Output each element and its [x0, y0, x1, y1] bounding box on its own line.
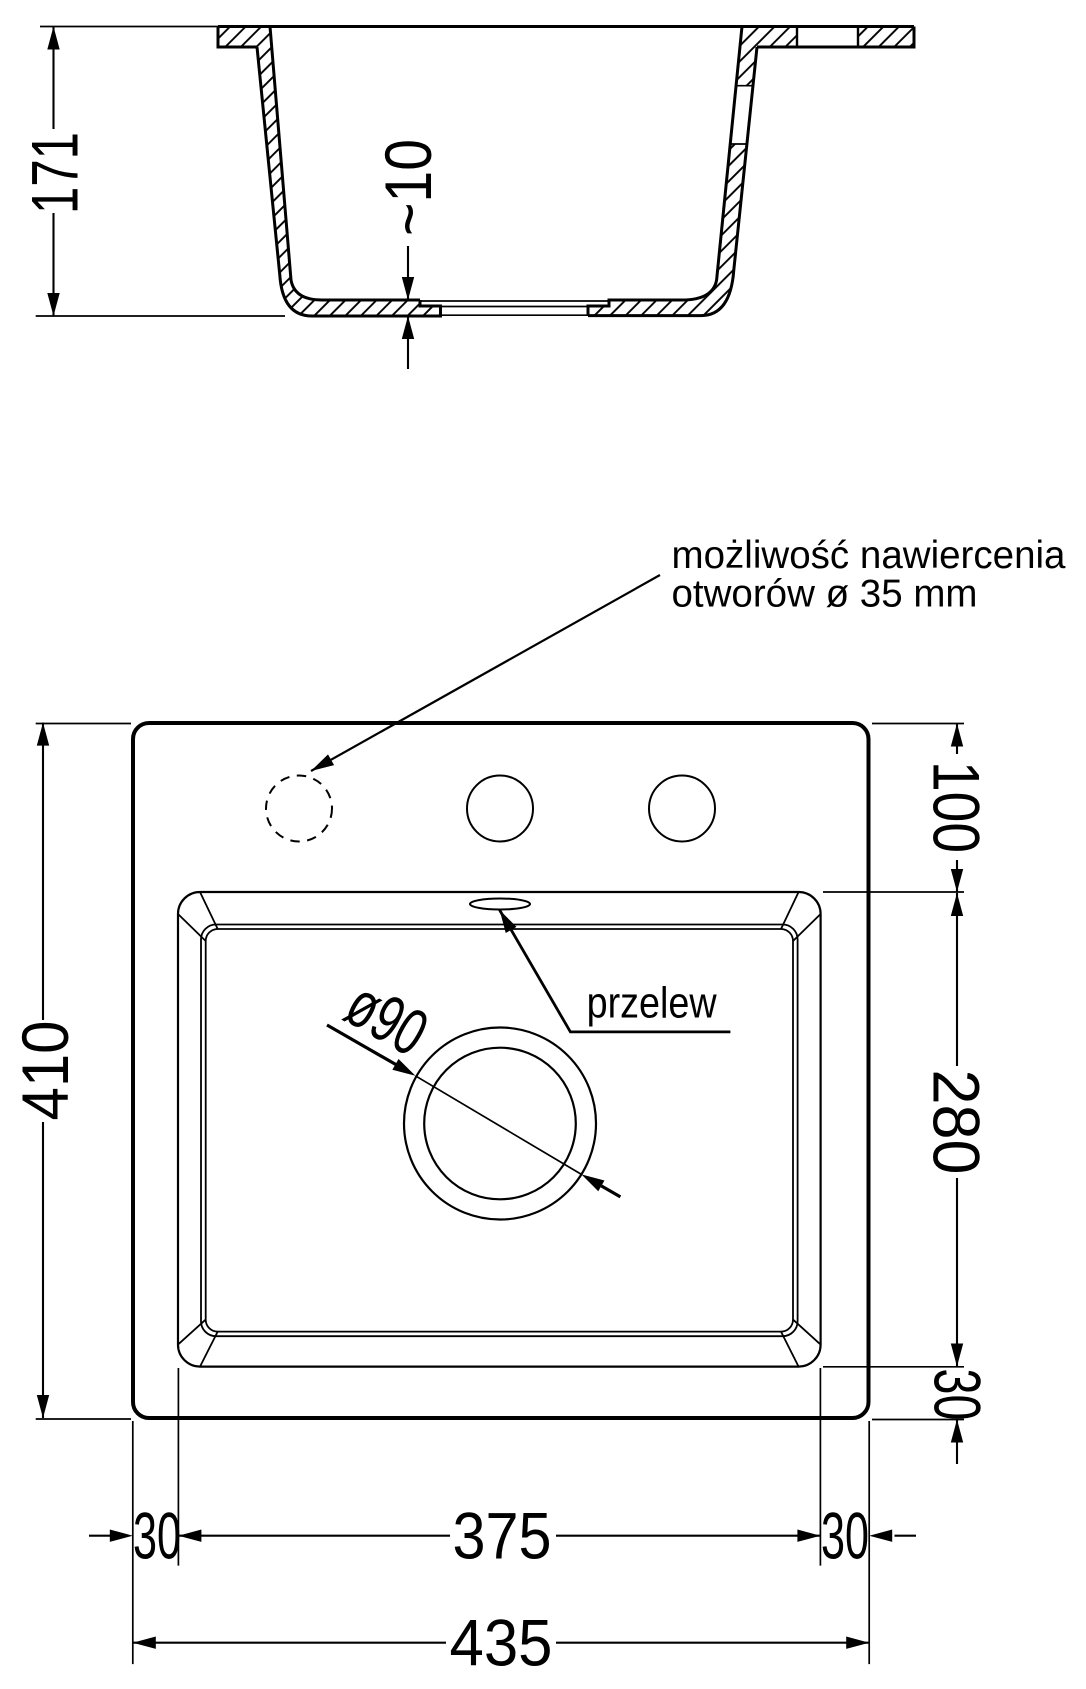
overflow-callout-leader	[498, 909, 731, 1034]
dim-435-label: 435	[450, 1606, 553, 1680]
basin-inner-edge-outer	[200, 923, 799, 1338]
drain	[402, 1026, 598, 1221]
dim-drain-leader-upper	[326, 1023, 399, 1068]
basin-corner-slope-br-b	[792, 1318, 822, 1346]
basin-corner-slope-tl-b	[177, 913, 207, 942]
sink-outline	[131, 721, 871, 1420]
section-thin-lines	[420, 84, 754, 317]
dim-100: 100	[920, 723, 994, 892]
plan-view: ø90 przelew możliwość nawiercenia otworó…	[8, 534, 1066, 1680]
dim-30-right-label: 30	[821, 1499, 869, 1573]
overflow-label: przelew	[587, 979, 717, 1028]
dim-410: 410	[8, 722, 82, 1418]
section-right-wall-upper-hatch	[736, 26, 797, 86]
section-left-wall-outer-edge	[255, 46, 442, 318]
drill-note-line2: otworów ø 35 mm	[672, 573, 978, 616]
deck-hole-edges	[795, 26, 860, 47]
section-view: 171 ~10	[18, 25, 916, 369]
basin-corner-slope-tr-b	[792, 913, 822, 942]
basin-corner-slope-bl-a	[199, 1331, 219, 1368]
basin-corner-slopes	[177, 891, 822, 1368]
dim-row-375: 30 375 30	[89, 1499, 916, 1573]
section-left-wall-inner-edge	[268, 26, 420, 302]
dim-10-label: ~10	[371, 139, 445, 236]
dim-100-label: 100	[920, 761, 994, 853]
drill-note: możliwość nawiercenia otworów ø 35 mm	[307, 534, 1066, 777]
dim-410-label: 410	[8, 1021, 82, 1121]
dim-280-label: 280	[920, 1070, 994, 1175]
dim-10: ~10	[371, 139, 445, 369]
extension-lines	[35, 722, 964, 1665]
basin	[176, 890, 822, 1368]
drill-note-line1: możliwość nawiercenia	[672, 534, 1066, 577]
drain-recess-circle	[402, 1026, 598, 1221]
drain-hole-circle	[423, 1046, 577, 1201]
dim-drain-leader-lower	[600, 1184, 622, 1199]
dim-drain-diameter-line	[414, 1075, 582, 1176]
section-outlines	[216, 25, 916, 318]
drill-note-leader	[310, 574, 661, 772]
faucet-hole-center	[466, 774, 534, 843]
section-deck-right-hatch	[858, 26, 914, 47]
dim-375-label: 375	[453, 1499, 552, 1573]
section-right-deck-edge	[757, 26, 916, 49]
section-right-wall-lower-hatch	[588, 144, 748, 316]
dim-435: 435	[132, 1606, 870, 1680]
basin-inner-edge-inner	[204, 928, 794, 1333]
section-right-wall-outer-edge	[588, 46, 759, 318]
dim-30-right-vertical-label: 30	[921, 1369, 995, 1421]
dim-280: 280	[920, 893, 994, 1367]
dim-30-left-label: 30	[133, 1499, 181, 1573]
optional-drill-hole	[265, 774, 333, 843]
dim-171-label: 171	[18, 132, 92, 214]
overflow-slot	[469, 897, 531, 911]
basin-corner-slope-tr-a	[780, 891, 800, 930]
section-left-wall-hatch	[218, 26, 441, 316]
section-right-wall-inner-edge	[586, 26, 744, 316]
section-left-rim-edge	[216, 26, 257, 49]
basin-corner-slope-br-a	[780, 1331, 800, 1368]
overflow-callout: przelew	[494, 906, 731, 1034]
basin-corner-slope-tl-a	[199, 891, 219, 930]
basin-corner-slope-bl-b	[177, 1318, 207, 1346]
basin-outer-edge	[176, 890, 822, 1368]
faucet-hole-right	[648, 774, 716, 843]
section-hatch-regions	[218, 26, 914, 316]
dim-171: 171	[18, 25, 285, 317]
dim-30-right-vertical: 30	[921, 1369, 995, 1464]
